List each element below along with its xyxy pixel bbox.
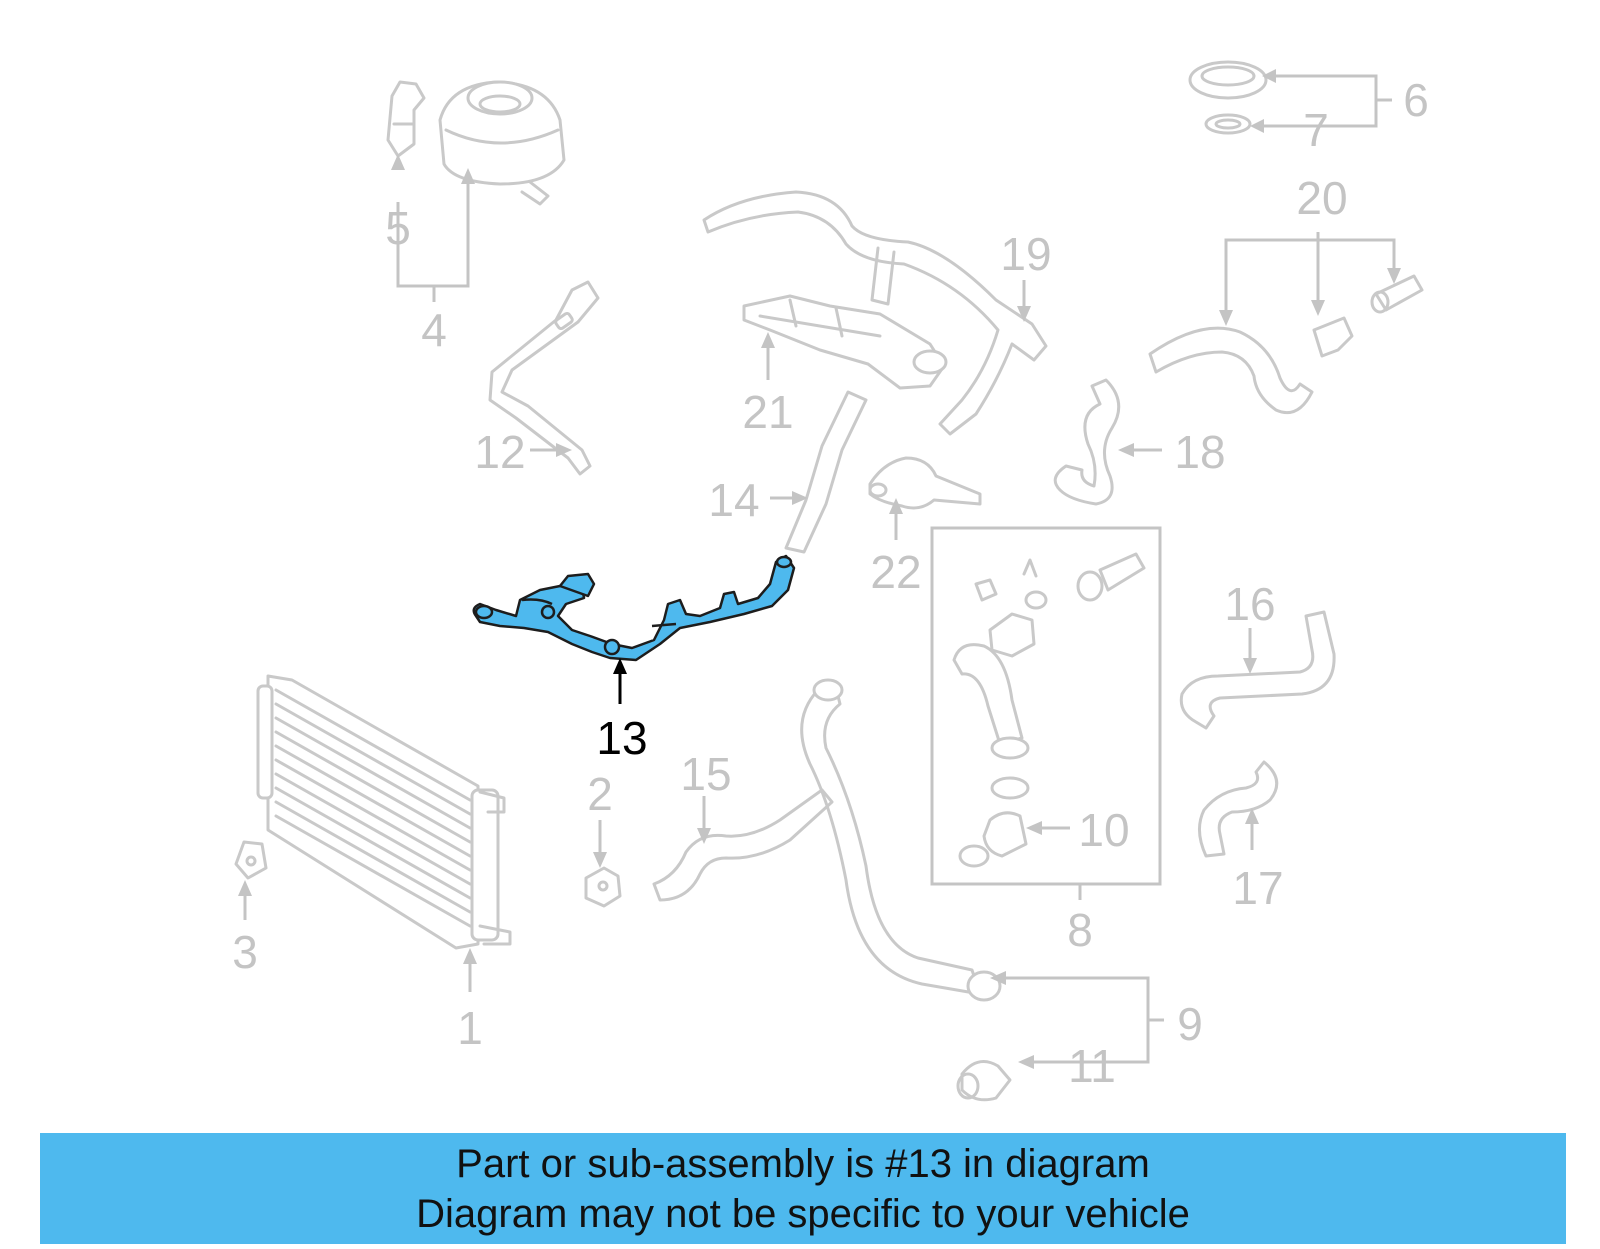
callout-20: 20 <box>1296 172 1347 224</box>
callout-5: 5 <box>385 202 411 254</box>
leader-21 <box>761 332 775 380</box>
callout-4: 4 <box>421 304 447 356</box>
leader-14 <box>770 491 808 505</box>
banner-line-2: Diagram may not be specific to your vehi… <box>416 1191 1190 1236</box>
banner-background <box>40 1133 1566 1244</box>
part-tank-bracket-5[interactable] <box>386 80 426 158</box>
callout-14: 14 <box>708 474 759 526</box>
part-hose-17[interactable] <box>1198 760 1279 858</box>
leader-2 <box>593 820 607 868</box>
leader-17 <box>1245 808 1259 850</box>
callout-15: 15 <box>680 748 731 800</box>
leader-13 <box>613 658 627 704</box>
leader-16 <box>1243 628 1257 674</box>
part-bracket-2[interactable] <box>584 866 622 908</box>
leader-19 <box>1017 280 1031 322</box>
leader-4-5 <box>391 154 475 302</box>
part-coolant-pipe-13[interactable] <box>472 554 796 662</box>
callout-2: 2 <box>587 768 613 820</box>
part-hose-15[interactable] <box>652 788 834 902</box>
kit-box-8[interactable] <box>930 526 1162 886</box>
callout-11: 11 <box>1068 1040 1116 1092</box>
part-hose-16[interactable] <box>1179 610 1336 730</box>
callout-21: 21 <box>742 386 793 438</box>
callout-17: 17 <box>1232 862 1283 914</box>
leader-10 <box>1026 821 1070 835</box>
part-cap-6[interactable] <box>1188 60 1268 100</box>
part-hose-12[interactable] <box>488 280 600 476</box>
part-pipe-21[interactable] <box>742 294 948 390</box>
leader-22 <box>889 498 903 540</box>
leader-15 <box>697 796 711 844</box>
callout-1: 1 <box>457 1002 483 1054</box>
callout-16: 16 <box>1224 578 1275 630</box>
callout-10: 10 <box>1078 804 1129 856</box>
callout-22: 22 <box>870 546 921 598</box>
callout-13: 13 <box>596 712 647 764</box>
callout-6: 6 <box>1403 74 1429 126</box>
leader-6-7 <box>1250 69 1392 133</box>
part-hose-18[interactable] <box>1053 378 1121 506</box>
callout-19: 19 <box>1000 228 1051 280</box>
part-hose-14[interactable] <box>784 390 868 554</box>
callout-18: 18 <box>1174 426 1225 478</box>
part-radiator[interactable] <box>256 674 512 950</box>
info-banner: Part or sub-assembly is #13 in diagram D… <box>40 1133 1566 1244</box>
callout-7: 7 <box>1303 104 1329 156</box>
callout-8: 8 <box>1067 904 1093 956</box>
callout-12: 12 <box>474 426 525 478</box>
leader-18 <box>1118 443 1162 457</box>
callout-9: 9 <box>1177 998 1203 1050</box>
part-expansion-tank[interactable] <box>438 80 566 206</box>
part-bracket-3[interactable] <box>234 840 268 880</box>
banner-line-1: Part or sub-assembly is #13 in diagram <box>456 1141 1150 1186</box>
part-fitting-22[interactable] <box>868 456 982 510</box>
part-seal-7[interactable] <box>1204 113 1252 135</box>
callout-3: 3 <box>232 926 258 978</box>
leader-9-11 <box>990 971 1164 1069</box>
part-fitting-11[interactable] <box>956 1060 1012 1102</box>
part-lower-hose-9[interactable] <box>800 678 1002 1002</box>
leader-3 <box>238 880 252 920</box>
leader-20 <box>1219 232 1401 326</box>
part-upper-hose-19[interactable] <box>702 190 1048 436</box>
leader-12 <box>530 443 572 457</box>
leader-1 <box>463 948 477 992</box>
part-hose-20[interactable] <box>1148 274 1424 415</box>
